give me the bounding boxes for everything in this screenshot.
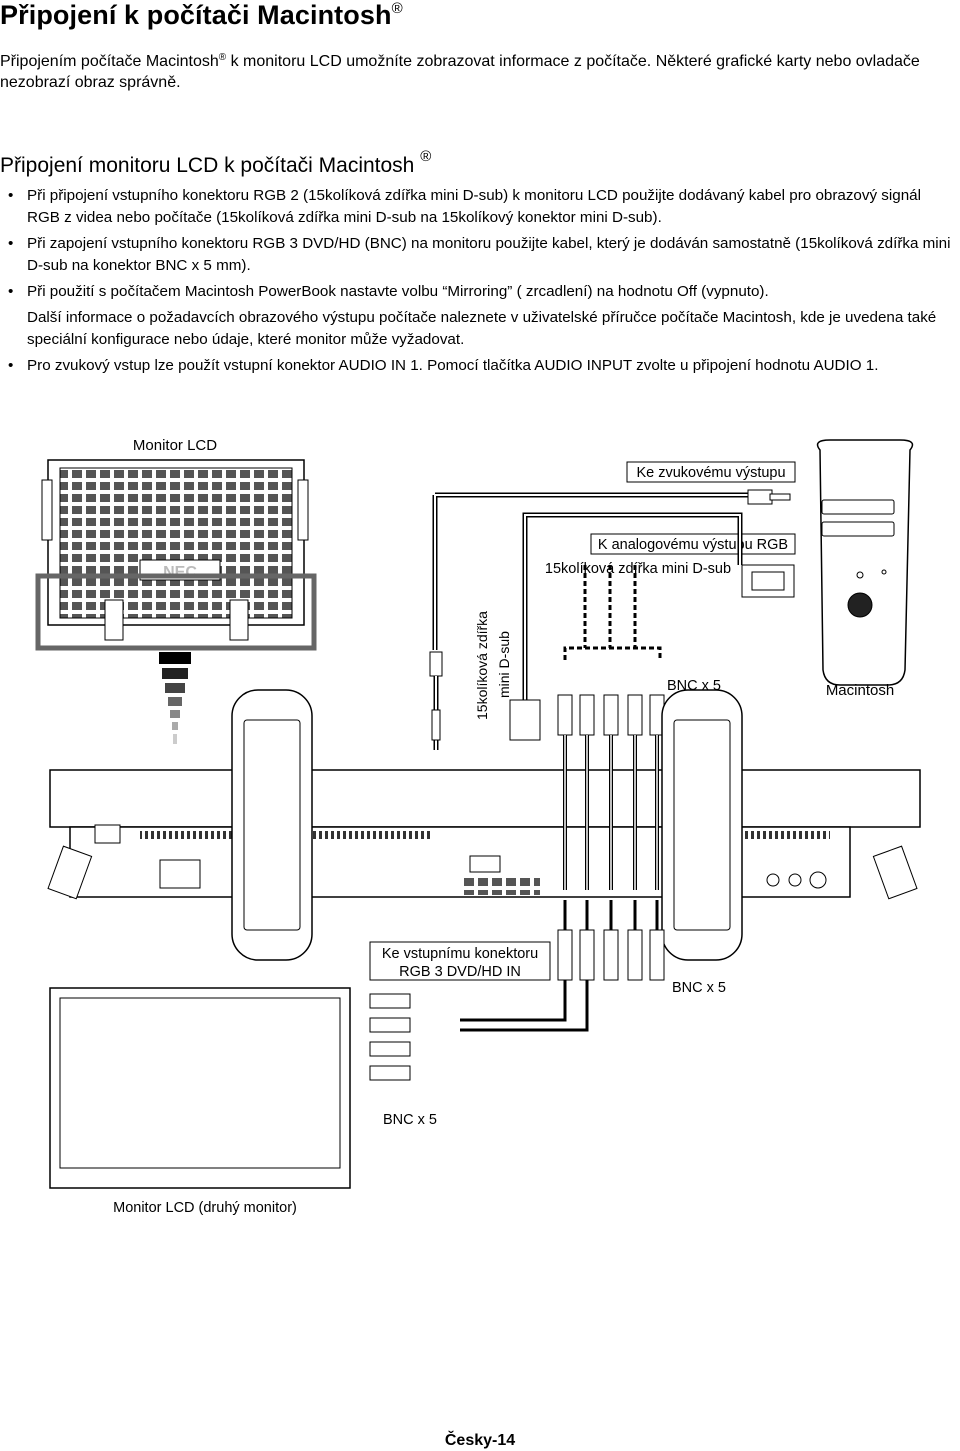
rgb-cable: 15kolíková zdířka mini D-sub <box>474 512 795 741</box>
bnc-cable-bundle: BNC x 5 <box>557 565 721 736</box>
list-item: •Při zapojení vstupního konektoru RGB 3 … <box>8 235 951 274</box>
list-item: •Při použití s počítačem Macintosh Power… <box>8 281 958 303</box>
bullet-icon: • <box>8 187 14 204</box>
section-title: Připojení monitoru LCD k počítači Macint… <box>0 148 432 178</box>
monitor-lcd-rear: Monitor LCD NEC <box>35 437 317 651</box>
page-title: Připojení k počítači Macintosh® <box>0 0 403 30</box>
rgb3-label-line2: RGB 3 DVD/HD IN <box>399 964 521 980</box>
note-paragraph: Další informace o požadavcích obrazového… <box>27 309 937 348</box>
monitor-connector-panel <box>47 735 921 900</box>
bnc-x5-label-b: BNC x 5 <box>672 980 726 996</box>
dsub-socket-label: 15kolíková zdířka mini D-sub <box>545 561 731 577</box>
macintosh-label: Macintosh <box>826 682 894 699</box>
rgb3-label-line1: Ke vstupnímu konektoru <box>382 946 538 962</box>
bullet-icon: • <box>8 283 14 300</box>
registered-mark: ® <box>420 148 432 166</box>
second-monitor-label: Monitor LCD (druhý monitor) <box>113 1200 297 1216</box>
registered-mark: ® <box>391 0 403 17</box>
bullet-list: •Při připojení vstupního konektoru RGB 2… <box>8 185 958 381</box>
bullet-icon: • <box>8 235 14 252</box>
bnc-x5-label-c: BNC x 5 <box>383 1112 437 1128</box>
list-item: •Pro zvukový vstup lze použít vstupní ko… <box>8 355 958 377</box>
list-item: •Při připojení vstupního konektoru RGB 2… <box>8 187 921 226</box>
audio-out-label: Ke zvukovému výstupu <box>636 465 785 481</box>
intro-paragraph: Připojením počítače Macintosh® k monitor… <box>0 52 920 91</box>
dsub-vertical-label-1: 15kolíková zdířka <box>474 611 490 720</box>
second-monitor: Monitor LCD (druhý monitor) <box>49 987 351 1216</box>
zoom-arrow-icon <box>159 652 191 744</box>
bullet-icon: • <box>8 357 14 374</box>
monitor-stands <box>231 689 743 961</box>
page-number: Česky-14 <box>444 1432 516 1449</box>
macintosh-computer: Macintosh <box>816 439 914 699</box>
dsub-vertical-label-2: mini D-sub <box>496 631 512 698</box>
monitor-lcd-label: Monitor LCD <box>133 437 217 454</box>
registered-mark: ® <box>218 52 227 63</box>
bnc-cable-lower: BNC x 5 BNC x 5 Ke vstupnímu konektoru R… <box>369 900 726 1128</box>
audio-cable <box>429 489 791 750</box>
analog-out-label: K analogovému výstupu RGB <box>598 537 788 553</box>
connection-diagram: Monitor LCD NEC Macintosh Ke zvukovému v… <box>0 420 960 1220</box>
